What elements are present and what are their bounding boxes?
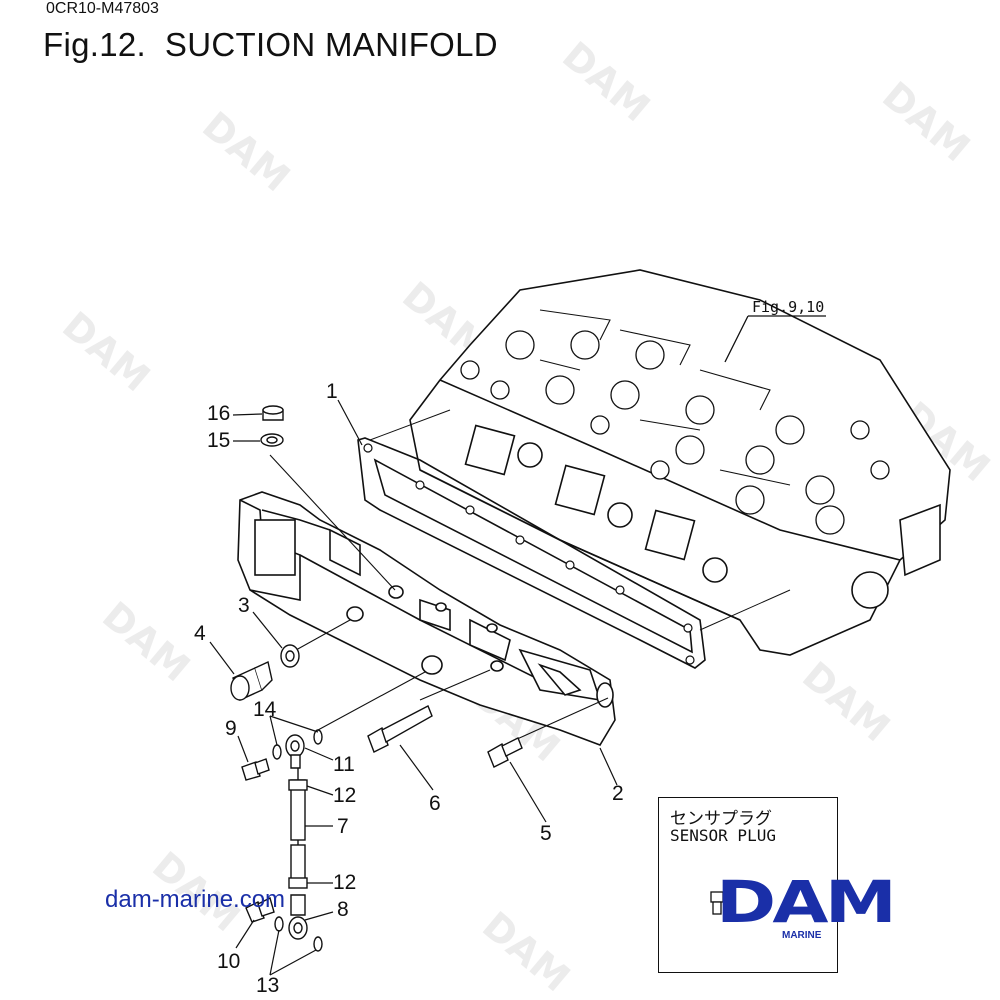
callout-11: 11 [333, 753, 355, 776]
svg-text:DAM: DAM [554, 33, 658, 130]
svg-text:DAM: DAM [194, 103, 298, 200]
svg-text:DAM: DAM [474, 903, 578, 1000]
callout-15: 15 [207, 429, 230, 452]
part-11-joint [285, 734, 305, 769]
suction-manifold [237, 491, 616, 746]
svg-text:DAM: DAM [794, 653, 898, 750]
callout-numbers: 1 2 3 4 5 6 7 8 9 10 11 12 12 13 14 15 1… [194, 380, 624, 997]
website-link[interactable]: dam-marine.com [105, 886, 286, 913]
document-code: 0CR10-M47803 [46, 0, 159, 17]
callout-4: 4 [194, 622, 206, 645]
part-8-joint [288, 894, 308, 940]
figure-title: Fig.12. SUCTION MANIFOLD [43, 26, 498, 63]
svg-text:DAM: DAM [874, 73, 978, 170]
part-9-bolt [241, 758, 270, 781]
cylinder-head [409, 269, 951, 656]
part-10-bolt [245, 896, 275, 923]
callout-leaders [209, 399, 618, 976]
callout-7: 7 [337, 815, 349, 838]
sensor-plug-legend: センサプラグ SENSOR PLUG [658, 797, 838, 973]
logo-brand: DAM [716, 868, 897, 936]
callout-5: 5 [540, 822, 552, 845]
callout-9: 9 [225, 717, 237, 740]
logo-sub: MARINE [782, 930, 822, 941]
callout-3: 3 [238, 594, 250, 617]
callout-10: 10 [217, 950, 240, 973]
callout-12-upper: 12 [333, 784, 356, 807]
part-4-plug [230, 661, 273, 701]
callout-14: 14 [253, 698, 277, 721]
callout-1: 1 [326, 380, 338, 403]
callout-13: 13 [256, 974, 279, 997]
part-15-washer [260, 433, 284, 447]
part-5-bolt [487, 737, 523, 768]
figure-reference: Fig.9,10 [752, 298, 824, 316]
callout-16: 16 [207, 402, 230, 425]
manifold-gasket [357, 437, 706, 669]
legend-japanese-label: センサプラグ [670, 809, 772, 829]
part-7-pipe [288, 768, 308, 889]
part-16-plug [262, 405, 284, 421]
sensor-plug-icon [710, 891, 724, 915]
part-6-bolt [367, 705, 433, 753]
callout-6: 6 [429, 792, 441, 815]
part-3-washer [280, 644, 300, 668]
dam-marine-logo: DAM MARINE [710, 868, 897, 946]
callout-8: 8 [337, 898, 349, 921]
svg-text:DAM: DAM [54, 303, 158, 400]
callout-12-lower: 12 [333, 871, 356, 894]
svg-text:DAM: DAM [94, 593, 198, 690]
legend-english-label: SENSOR PLUG [670, 826, 776, 845]
callout-2: 2 [612, 782, 624, 805]
